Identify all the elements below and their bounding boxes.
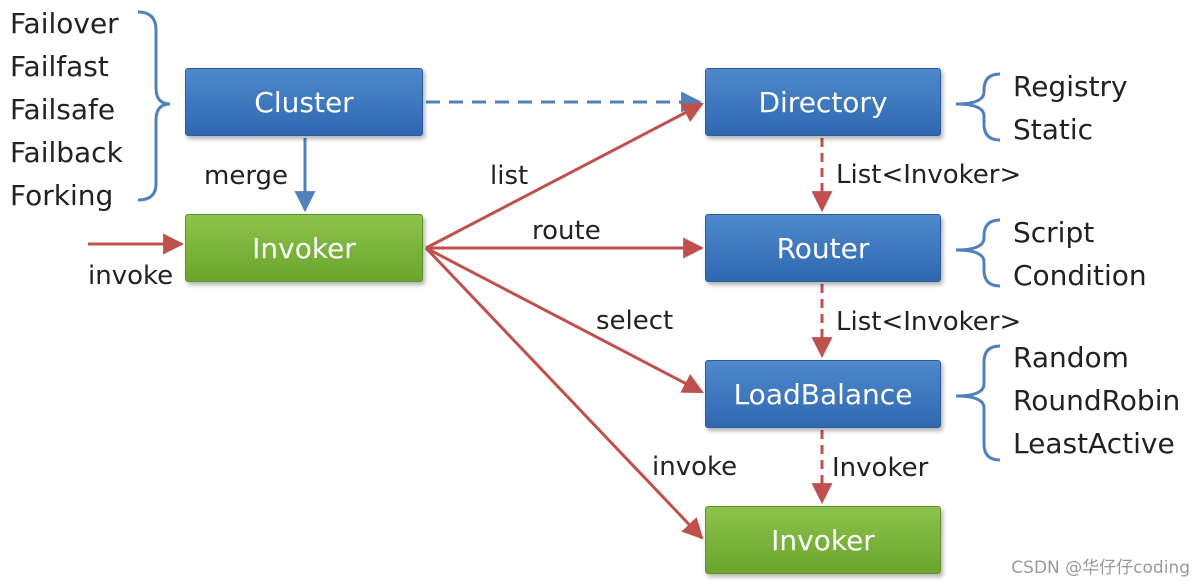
select-arrow	[425, 246, 704, 394]
cluster-strategies-bracket	[137, 10, 171, 202]
invoke-out-label: invoke	[652, 452, 738, 482]
loadbalance-type-item: LeastActive	[1013, 427, 1175, 460]
cluster-node: Cluster	[185, 68, 423, 136]
strategy-item: Failfast	[10, 50, 109, 83]
router-type-item: Script	[1013, 216, 1095, 249]
strategy-item: Failover	[10, 7, 119, 40]
loadbalance-node: LoadBalance	[705, 360, 941, 428]
invoke-in-label: invoke	[88, 261, 174, 291]
route-label: route	[532, 216, 601, 246]
strategy-item: Forking	[10, 179, 114, 212]
result-invoker-node: Invoker	[705, 506, 941, 574]
list-arrow	[425, 102, 704, 250]
directory-type-item: Registry	[1013, 70, 1128, 103]
directory-types-bracket	[955, 72, 1001, 142]
watermark: CSDN @华仔仔coding	[1011, 558, 1190, 578]
router-node: Router	[705, 214, 941, 282]
directory-type-list: Registry Static	[1013, 65, 1128, 151]
router-to-loadbalance-label: List<Invoker>	[836, 307, 1022, 337]
cluster-strategy-list: Failover Failfast Failsafe Failback Fork…	[10, 2, 123, 217]
directory-type-item: Static	[1013, 113, 1094, 146]
loadbalance-type-item: Random	[1013, 341, 1129, 374]
directory-node: Directory	[705, 68, 941, 136]
loadbalance-type-item: RoundRobin	[1013, 384, 1181, 417]
router-type-item: Condition	[1013, 259, 1147, 292]
router-types-bracket	[955, 218, 1001, 288]
merge-label: merge	[204, 161, 289, 191]
select-label: select	[596, 306, 674, 336]
loadbalance-to-invoker-label: Invoker	[832, 453, 929, 483]
loadbalance-type-list: Random RoundRobin LeastActive	[1013, 336, 1180, 465]
loadbalance-types-bracket	[955, 344, 1001, 462]
strategy-item: Failback	[10, 136, 123, 169]
invoker-node: Invoker	[185, 214, 423, 282]
invoke-out-arrow	[424, 246, 704, 540]
strategy-item: Failsafe	[10, 93, 116, 126]
list-label: list	[490, 161, 529, 191]
directory-to-router-label: List<Invoker>	[836, 160, 1022, 190]
router-type-list: Script Condition	[1013, 211, 1147, 297]
